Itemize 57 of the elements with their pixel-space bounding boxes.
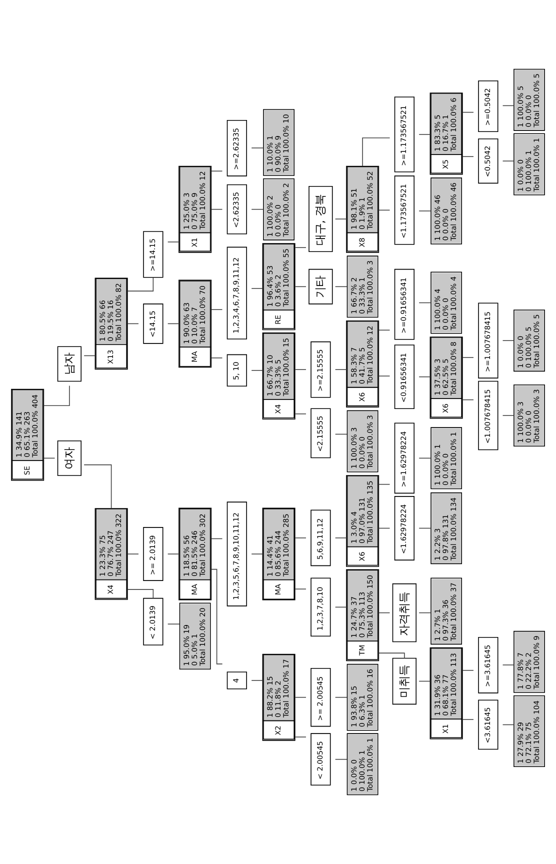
- connector: [251, 208, 264, 210]
- connector: [210, 170, 223, 172]
- connector: [251, 680, 264, 681]
- connector: [378, 330, 390, 331]
- connector: [418, 680, 431, 682]
- connector: [378, 652, 405, 659]
- connector: [502, 664, 514, 666]
- connector: [418, 458, 432, 459]
- connector: [502, 340, 514, 341]
- connector: [462, 399, 474, 400]
- connector: [251, 288, 264, 289]
- connector: [84, 355, 96, 356]
- connector: [43, 385, 70, 406]
- connector: [502, 724, 514, 726]
- connector: [334, 286, 348, 288]
- connector: [462, 357, 474, 358]
- connector: [251, 370, 264, 371]
- connector: [334, 369, 347, 370]
- connector: [418, 528, 432, 529]
- connector: [462, 719, 474, 720]
- connector: [210, 309, 223, 310]
- connector: [334, 696, 348, 698]
- connector: [418, 376, 431, 378]
- connector: [334, 758, 348, 760]
- connector: [334, 434, 348, 435]
- connector: [378, 210, 390, 211]
- connector: [334, 218, 347, 220]
- connector: [294, 369, 306, 370]
- connector: [502, 105, 514, 106]
- connector: [294, 736, 306, 738]
- connector: [294, 413, 306, 414]
- connector: [462, 112, 474, 113]
- connector: [362, 137, 390, 167]
- connector: [294, 247, 306, 248]
- connector: [378, 528, 390, 529]
- connector: [294, 696, 306, 698]
- connector: [210, 538, 223, 540]
- connector: [84, 464, 112, 509]
- connector: [127, 589, 154, 599]
- connector: [378, 612, 390, 614]
- connector: [418, 134, 431, 135]
- connector: [462, 156, 474, 157]
- connector: [334, 606, 347, 608]
- connector: [43, 458, 56, 459]
- connector: [294, 588, 306, 590]
- connector: [418, 210, 432, 212]
- connector: [418, 302, 432, 304]
- connector: [127, 277, 154, 292]
- connector: [502, 415, 514, 416]
- connector: [127, 323, 139, 324]
- connector: [462, 670, 474, 671]
- connector: [167, 323, 180, 324]
- connector: [210, 208, 223, 210]
- connector: [502, 160, 514, 162]
- connector: [418, 612, 432, 614]
- connector: [294, 286, 306, 288]
- connector: [378, 484, 390, 485]
